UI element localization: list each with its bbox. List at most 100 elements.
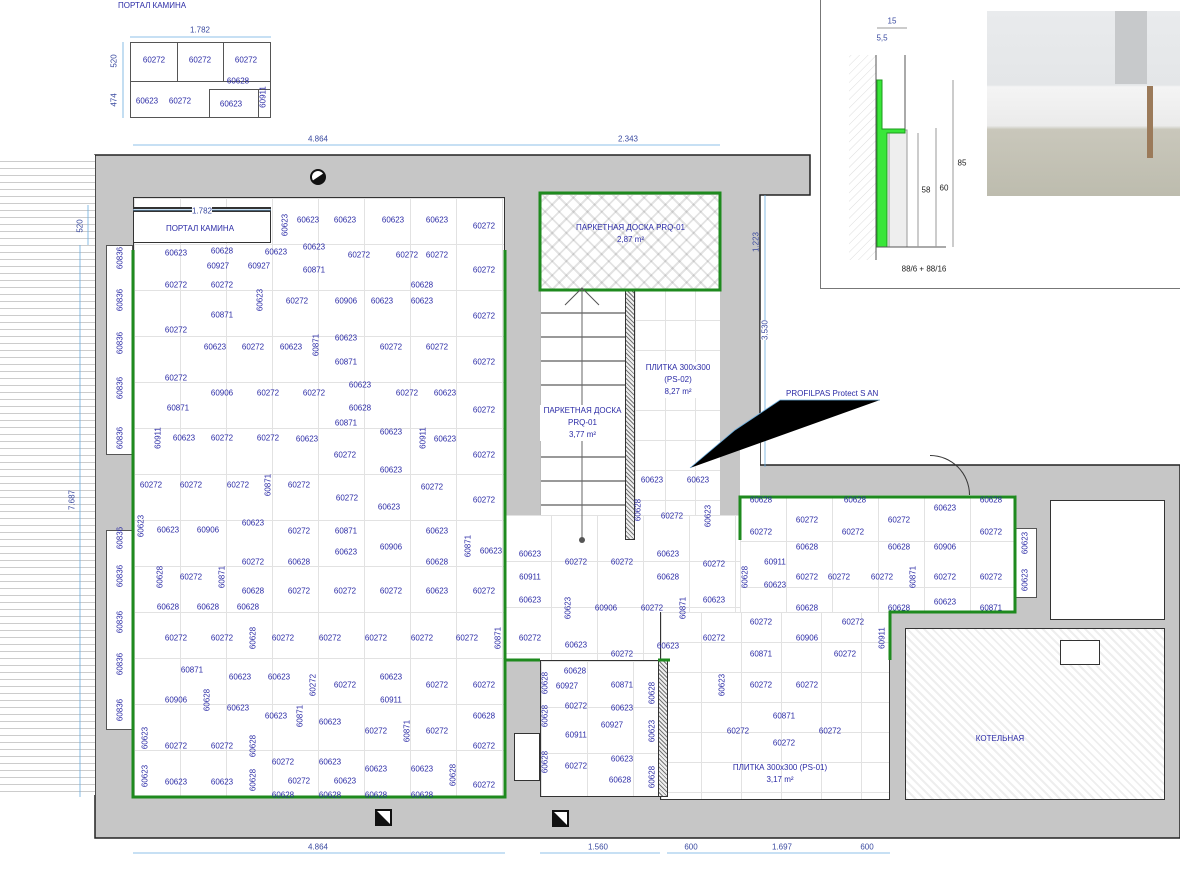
tile-label: 60623: [267, 672, 291, 682]
tile-label: 60623: [425, 215, 449, 225]
skirting-detail-panel: 15 5,5 85 58 60 88/6 + 88/16: [820, 0, 1180, 289]
tile-label: 60272: [749, 527, 773, 537]
tile-label: 60623: [564, 640, 588, 650]
siding: [0, 155, 95, 795]
dim-left-520: 520: [75, 219, 85, 233]
tile-label: 60272: [979, 572, 1003, 582]
tile-label: 60871: [908, 565, 918, 589]
tile-label: 60272: [472, 741, 496, 751]
tile-label: 60272: [795, 680, 819, 690]
tile-label: 60871: [463, 534, 473, 558]
tile-label: 60623: [295, 434, 319, 444]
boiler-room-label: КОТЕЛЬНАЯ: [975, 734, 1025, 743]
tile-label: 60628: [540, 671, 550, 695]
tile-label: 60272: [749, 680, 773, 690]
boiler-room: [905, 628, 1165, 800]
dim-portal-width: 1.782: [189, 25, 211, 35]
tile-label: 60906: [334, 296, 358, 306]
tile-label: 60628: [210, 246, 234, 256]
tile-label: 60272: [285, 296, 309, 306]
tile-label: 60871: [180, 665, 204, 675]
tile-label: 60272: [164, 741, 188, 751]
tile-label: 60272: [870, 572, 894, 582]
tile-label: 60272: [179, 572, 203, 582]
tile-label: 60272: [841, 527, 865, 537]
tile-label: 60623: [264, 711, 288, 721]
dim-bottom-3: 600: [684, 842, 698, 852]
tile-label: 60906: [379, 542, 403, 552]
tile-label: 60871: [295, 704, 305, 728]
tile-label: 60628: [656, 572, 680, 582]
tile-label: 60623: [255, 288, 265, 312]
tile-label: 60623: [379, 672, 403, 682]
tile-label: 60272: [420, 482, 444, 492]
tile-label: 60623: [647, 719, 657, 743]
tile-label: 60628: [248, 768, 258, 792]
tile-label: 60272: [933, 572, 957, 582]
tile-label: 60272: [610, 649, 634, 659]
tile-label: 60836: [115, 331, 125, 355]
dim-top-left: 4.864: [307, 134, 329, 144]
tile-label: 60623: [318, 757, 342, 767]
tile-label: 60272: [379, 342, 403, 352]
tile-label: 60623: [334, 547, 358, 557]
tile-label: 60623: [210, 777, 234, 787]
tile-label: 60628: [608, 775, 632, 785]
tile-label: 60623: [226, 703, 250, 713]
tile-label: 60272: [287, 480, 311, 490]
tile-label: 60623: [410, 764, 434, 774]
tile-label: 60911: [565, 730, 587, 740]
boundary-landing: [538, 191, 722, 292]
tile-label: 60836: [115, 288, 125, 312]
tile-label: 60623: [333, 776, 357, 786]
tile-label: 60272: [818, 726, 842, 736]
tile-label: 60871: [217, 565, 227, 589]
niche: [514, 733, 540, 781]
tile-label: 60272: [333, 450, 357, 460]
tile-label: 60272: [887, 515, 911, 525]
tile-label: 60272: [640, 603, 664, 613]
tile-label: 60871: [334, 526, 358, 536]
tile-label: 60628: [364, 790, 388, 800]
tile-label: 60272: [395, 388, 419, 398]
tile-label: 60272: [241, 557, 265, 567]
tile-label: 60623: [433, 388, 457, 398]
tile-label: 60272: [364, 633, 388, 643]
tile-label: 60272: [564, 701, 588, 711]
tile-label: 60272: [702, 559, 726, 569]
tile-label: 60911: [153, 427, 163, 449]
tile-label: 60628: [633, 498, 643, 522]
tile-label: 60272: [425, 250, 449, 260]
tile-label: 60628: [472, 711, 496, 721]
tile-label: 60272: [564, 557, 588, 567]
tile-label: 60623: [280, 213, 290, 237]
tile-label: 60272: [379, 586, 403, 596]
tile-label: 60871: [749, 649, 773, 659]
portal-tile-label: 60623: [219, 99, 243, 109]
portal-tile-label: 60623: [135, 96, 159, 106]
tile-label: 60623: [172, 433, 196, 443]
door: [1060, 640, 1100, 665]
tile-label: 60628: [202, 688, 212, 712]
tile-label: 60272: [472, 357, 496, 367]
tile-label: 60871: [166, 403, 190, 413]
tile-label: 60272: [772, 738, 796, 748]
tile-label: 60623: [348, 380, 372, 390]
portal-tile-label: 60628: [226, 76, 250, 86]
tile-label: 60623: [140, 726, 150, 750]
tile-label: 60272: [472, 680, 496, 690]
tile-label: 60871: [678, 596, 688, 620]
dim-bottom-5: 600: [860, 842, 874, 852]
tile-label: 60906: [210, 388, 234, 398]
tile-label: 60623: [1020, 531, 1030, 555]
tile-label: 60272: [287, 586, 311, 596]
tile-label: 60623: [370, 296, 394, 306]
dim-right-1: 1.223: [751, 231, 761, 253]
tile-label: 60628: [236, 602, 260, 612]
portal-elevation: [130, 42, 271, 118]
tile-label: 60272: [210, 741, 234, 751]
tile-label: 60272: [425, 680, 449, 690]
tile-label: 60272: [271, 633, 295, 643]
tile-label: 60871: [772, 711, 796, 721]
